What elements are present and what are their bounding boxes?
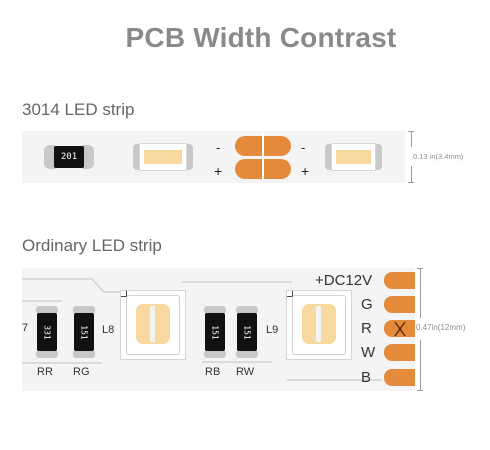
resistor-pad-top <box>73 306 95 314</box>
cut-line <box>262 133 264 181</box>
pin-label-r: R <box>361 320 372 337</box>
resistor-label-rr: RR <box>37 366 53 378</box>
led-5050-body <box>120 290 186 360</box>
strip-ordinary-width: 0.47in(12mm) <box>416 323 466 332</box>
dim-tick-bottom <box>408 182 414 183</box>
resistor-pad-top <box>236 306 258 314</box>
dim-line-top <box>411 131 412 147</box>
dim-line-top <box>420 268 421 318</box>
led-corner-mark <box>287 291 293 297</box>
dim-tick-bottom <box>417 390 423 391</box>
led-5050-bar <box>316 306 321 342</box>
led-3014-phosphor <box>144 150 182 164</box>
trace-lines <box>22 278 382 381</box>
resistor-rw: 151 <box>237 313 257 351</box>
led-3014-body <box>331 143 376 171</box>
resistor-pad-bottom <box>236 350 258 358</box>
resistor-pad-bottom <box>73 350 95 358</box>
led-5050-lens <box>126 295 180 355</box>
led-pad-left <box>325 144 333 170</box>
led-5050-bar <box>150 306 155 342</box>
strip-ordinary: 7 331 RR 151 RG L8 151 RB 151 RW L9 +DC1… <box>22 268 415 391</box>
resistor-pad-left <box>44 145 56 169</box>
strip-ordinary-label: Ordinary LED strip <box>22 236 162 255</box>
solder-pad-b <box>384 369 415 386</box>
led-5050-body <box>286 290 352 360</box>
resistor-201: 201 <box>54 146 84 168</box>
led-label-l9: L9 <box>266 324 279 336</box>
pin-label-g: G <box>361 296 373 313</box>
led-pad-right <box>185 144 193 170</box>
pin-label-w: W <box>361 344 376 361</box>
solder-pad-g <box>384 296 415 313</box>
scissors-icon <box>394 321 406 337</box>
minus-sign: - <box>216 140 221 155</box>
plus-sign-right: + <box>301 163 310 179</box>
resistor-pad-bottom <box>36 350 58 358</box>
resistor-label-rw: RW <box>236 366 255 378</box>
resistor-label-rb: RB <box>205 366 221 378</box>
led-3014-body <box>139 143 187 171</box>
edge-digit: 7 <box>22 322 29 334</box>
led-pad-right <box>374 144 382 170</box>
resistor-rr: 331 <box>37 313 57 351</box>
strip-3014-width: 0.13 in(3.4mm) <box>413 152 464 161</box>
strip-3014-label: 3014 LED strip <box>22 100 135 119</box>
minus-sign-right: - <box>301 140 306 155</box>
pin-label-b: B <box>361 369 372 386</box>
plus-sign: + <box>214 163 223 179</box>
resistor-rg: 151 <box>74 313 94 351</box>
resistor-pad-top <box>204 306 226 314</box>
resistor-pad-top <box>36 306 58 314</box>
resistor-pad-bottom <box>204 350 226 358</box>
solder-pad-w <box>384 344 415 361</box>
led-label-l8: L8 <box>102 324 115 336</box>
page-title: PCB Width Contrast <box>125 22 397 53</box>
pin-label-dc12v: +DC12V <box>315 272 373 289</box>
led-3014-phosphor <box>336 150 371 164</box>
dim-line-bottom <box>411 166 412 182</box>
resistor-label-rg: RG <box>73 366 90 378</box>
solder-pad-dc12v <box>384 272 415 289</box>
led-5050-lens <box>292 295 346 355</box>
led-corner-mark <box>121 291 127 297</box>
led-pad-left <box>133 144 141 170</box>
strip-3014: 201 - + - + <box>22 131 405 183</box>
resistor-rb: 151 <box>205 313 225 351</box>
dim-line-bottom <box>420 340 421 390</box>
resistor-pad-right <box>82 145 94 169</box>
